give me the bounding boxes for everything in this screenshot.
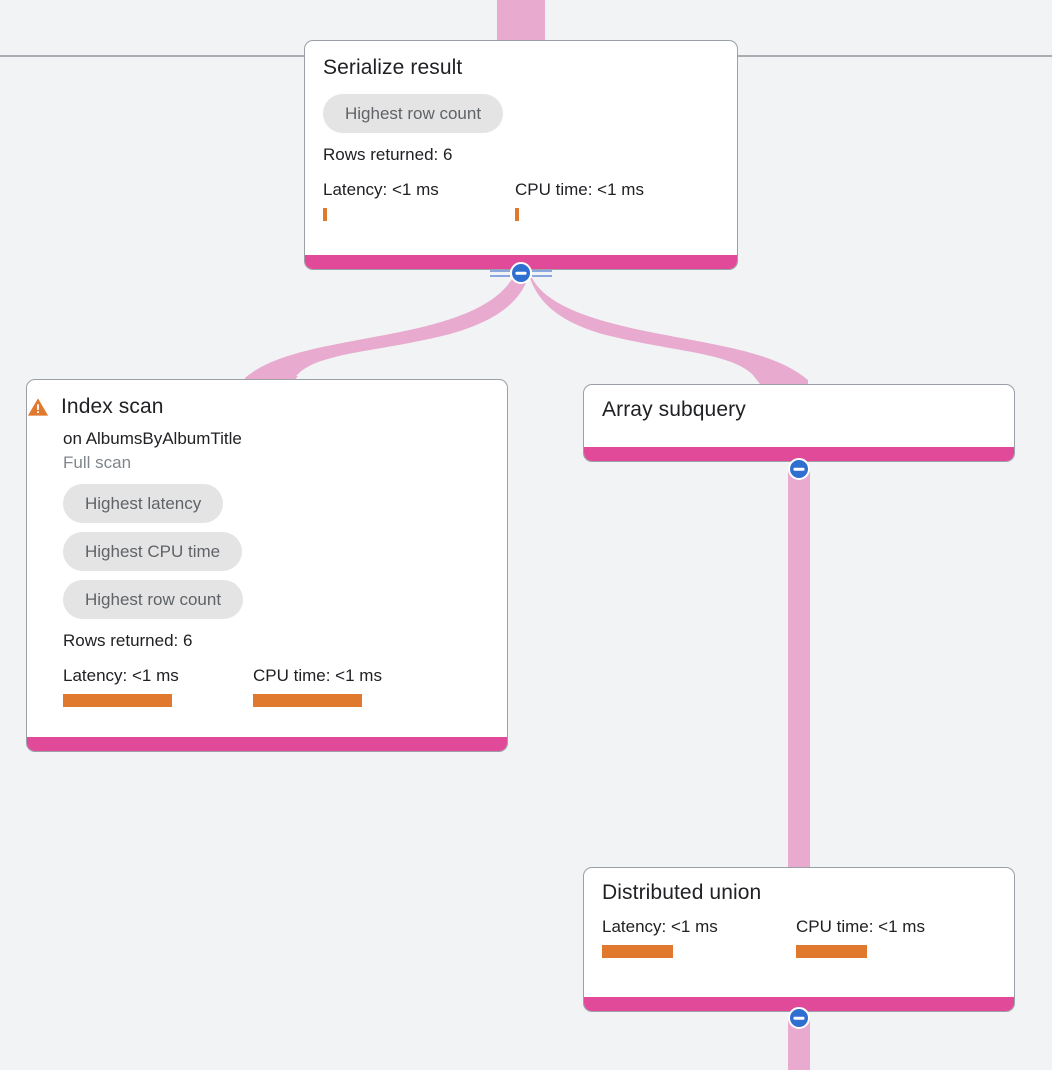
- badge-highest-row-count: Highest row count: [323, 94, 504, 133]
- edge-serialize-to-index-scan: [245, 276, 528, 382]
- minus-circle-icon: [510, 262, 532, 284]
- metric-latency-bar: [323, 208, 327, 221]
- metric-latency-label: Latency: <1 ms: [63, 666, 179, 685]
- toggle-rails-serialize-result: [490, 266, 552, 280]
- edge-serialize-to-array-subquery: [530, 278, 808, 384]
- node-body: Index scan on AlbumsByAlbumTitle Full sc…: [27, 380, 507, 737]
- metric-latency-bar: [63, 694, 172, 707]
- node-serialize-result[interactable]: Serialize result Highest row count Rows …: [304, 40, 738, 270]
- metrics-row: Latency: <1 ms CPU time: <1 ms: [63, 665, 489, 707]
- node-body: Serialize result Highest row count Rows …: [305, 41, 737, 255]
- metric-latency: Latency: <1 ms: [602, 916, 796, 958]
- node-accent-bar: [584, 447, 1014, 461]
- metric-cpu-time: CPU time: <1 ms: [253, 665, 382, 707]
- node-title: Array subquery: [602, 398, 746, 421]
- node-body: Array subquery: [584, 385, 1014, 447]
- collapse-toggle-distributed-union[interactable]: [788, 1007, 810, 1029]
- metric-latency-label: Latency: <1 ms: [323, 180, 439, 199]
- metric-cpu-time-label: CPU time: <1 ms: [253, 666, 382, 685]
- node-header: Serialize result: [323, 55, 462, 81]
- node-header: Array subquery: [602, 397, 746, 423]
- metric-cpu-time-label: CPU time: <1 ms: [515, 180, 644, 199]
- metric-cpu-time-label: CPU time: <1 ms: [796, 917, 925, 936]
- badge-highest-cpu-time: Highest CPU time: [63, 532, 243, 571]
- collapse-toggle-serialize-result[interactable]: [510, 262, 532, 284]
- minus-circle-icon: [788, 458, 810, 480]
- metric-latency-label: Latency: <1 ms: [602, 917, 718, 936]
- node-array-subquery[interactable]: Array subquery: [583, 384, 1015, 462]
- badge-highest-latency: Highest latency: [63, 484, 224, 523]
- metric-latency: Latency: <1 ms: [323, 179, 515, 221]
- node-title: Distributed union: [602, 881, 762, 904]
- metric-cpu-time-bar: [796, 945, 867, 958]
- metrics-row: Latency: <1 ms CPU time: <1 ms: [323, 179, 719, 221]
- metric-latency: Latency: <1 ms: [63, 665, 253, 707]
- edge-array-subquery-to-distributed-union: [788, 468, 810, 872]
- node-title: Index scan: [61, 395, 164, 418]
- metric-latency-bar: [602, 945, 673, 958]
- rows-returned-label: Rows returned: 6: [323, 145, 453, 164]
- metric-cpu-time-bar: [515, 208, 519, 221]
- metric-cpu-time: CPU time: <1 ms: [796, 916, 925, 958]
- node-subtitle: on AlbumsByAlbumTitle: [63, 429, 242, 448]
- node-header: Index scan: [27, 394, 164, 420]
- metric-cpu-time: CPU time: <1 ms: [515, 179, 644, 221]
- rows-returned-label: Rows returned: 6: [63, 631, 193, 650]
- minus-circle-icon: [788, 1007, 810, 1029]
- node-title: Serialize result: [323, 56, 463, 79]
- node-index-scan[interactable]: Index scan on AlbumsByAlbumTitle Full sc…: [26, 379, 508, 752]
- collapse-toggle-array-subquery[interactable]: [788, 458, 810, 480]
- node-scan-type: Full scan: [63, 453, 132, 472]
- metrics-row: Latency: <1 ms CPU time: <1 ms: [602, 916, 996, 958]
- node-distributed-union[interactable]: Distributed union Latency: <1 ms CPU tim…: [583, 867, 1015, 1012]
- node-header: Distributed union: [602, 880, 761, 906]
- warning-triangle-icon: [27, 398, 49, 416]
- badge-highest-row-count: Highest row count: [63, 580, 244, 619]
- node-body: Distributed union Latency: <1 ms CPU tim…: [584, 868, 1014, 997]
- metric-cpu-time-bar: [253, 694, 362, 707]
- node-accent-bar: [584, 997, 1014, 1011]
- node-accent-bar: [27, 737, 507, 751]
